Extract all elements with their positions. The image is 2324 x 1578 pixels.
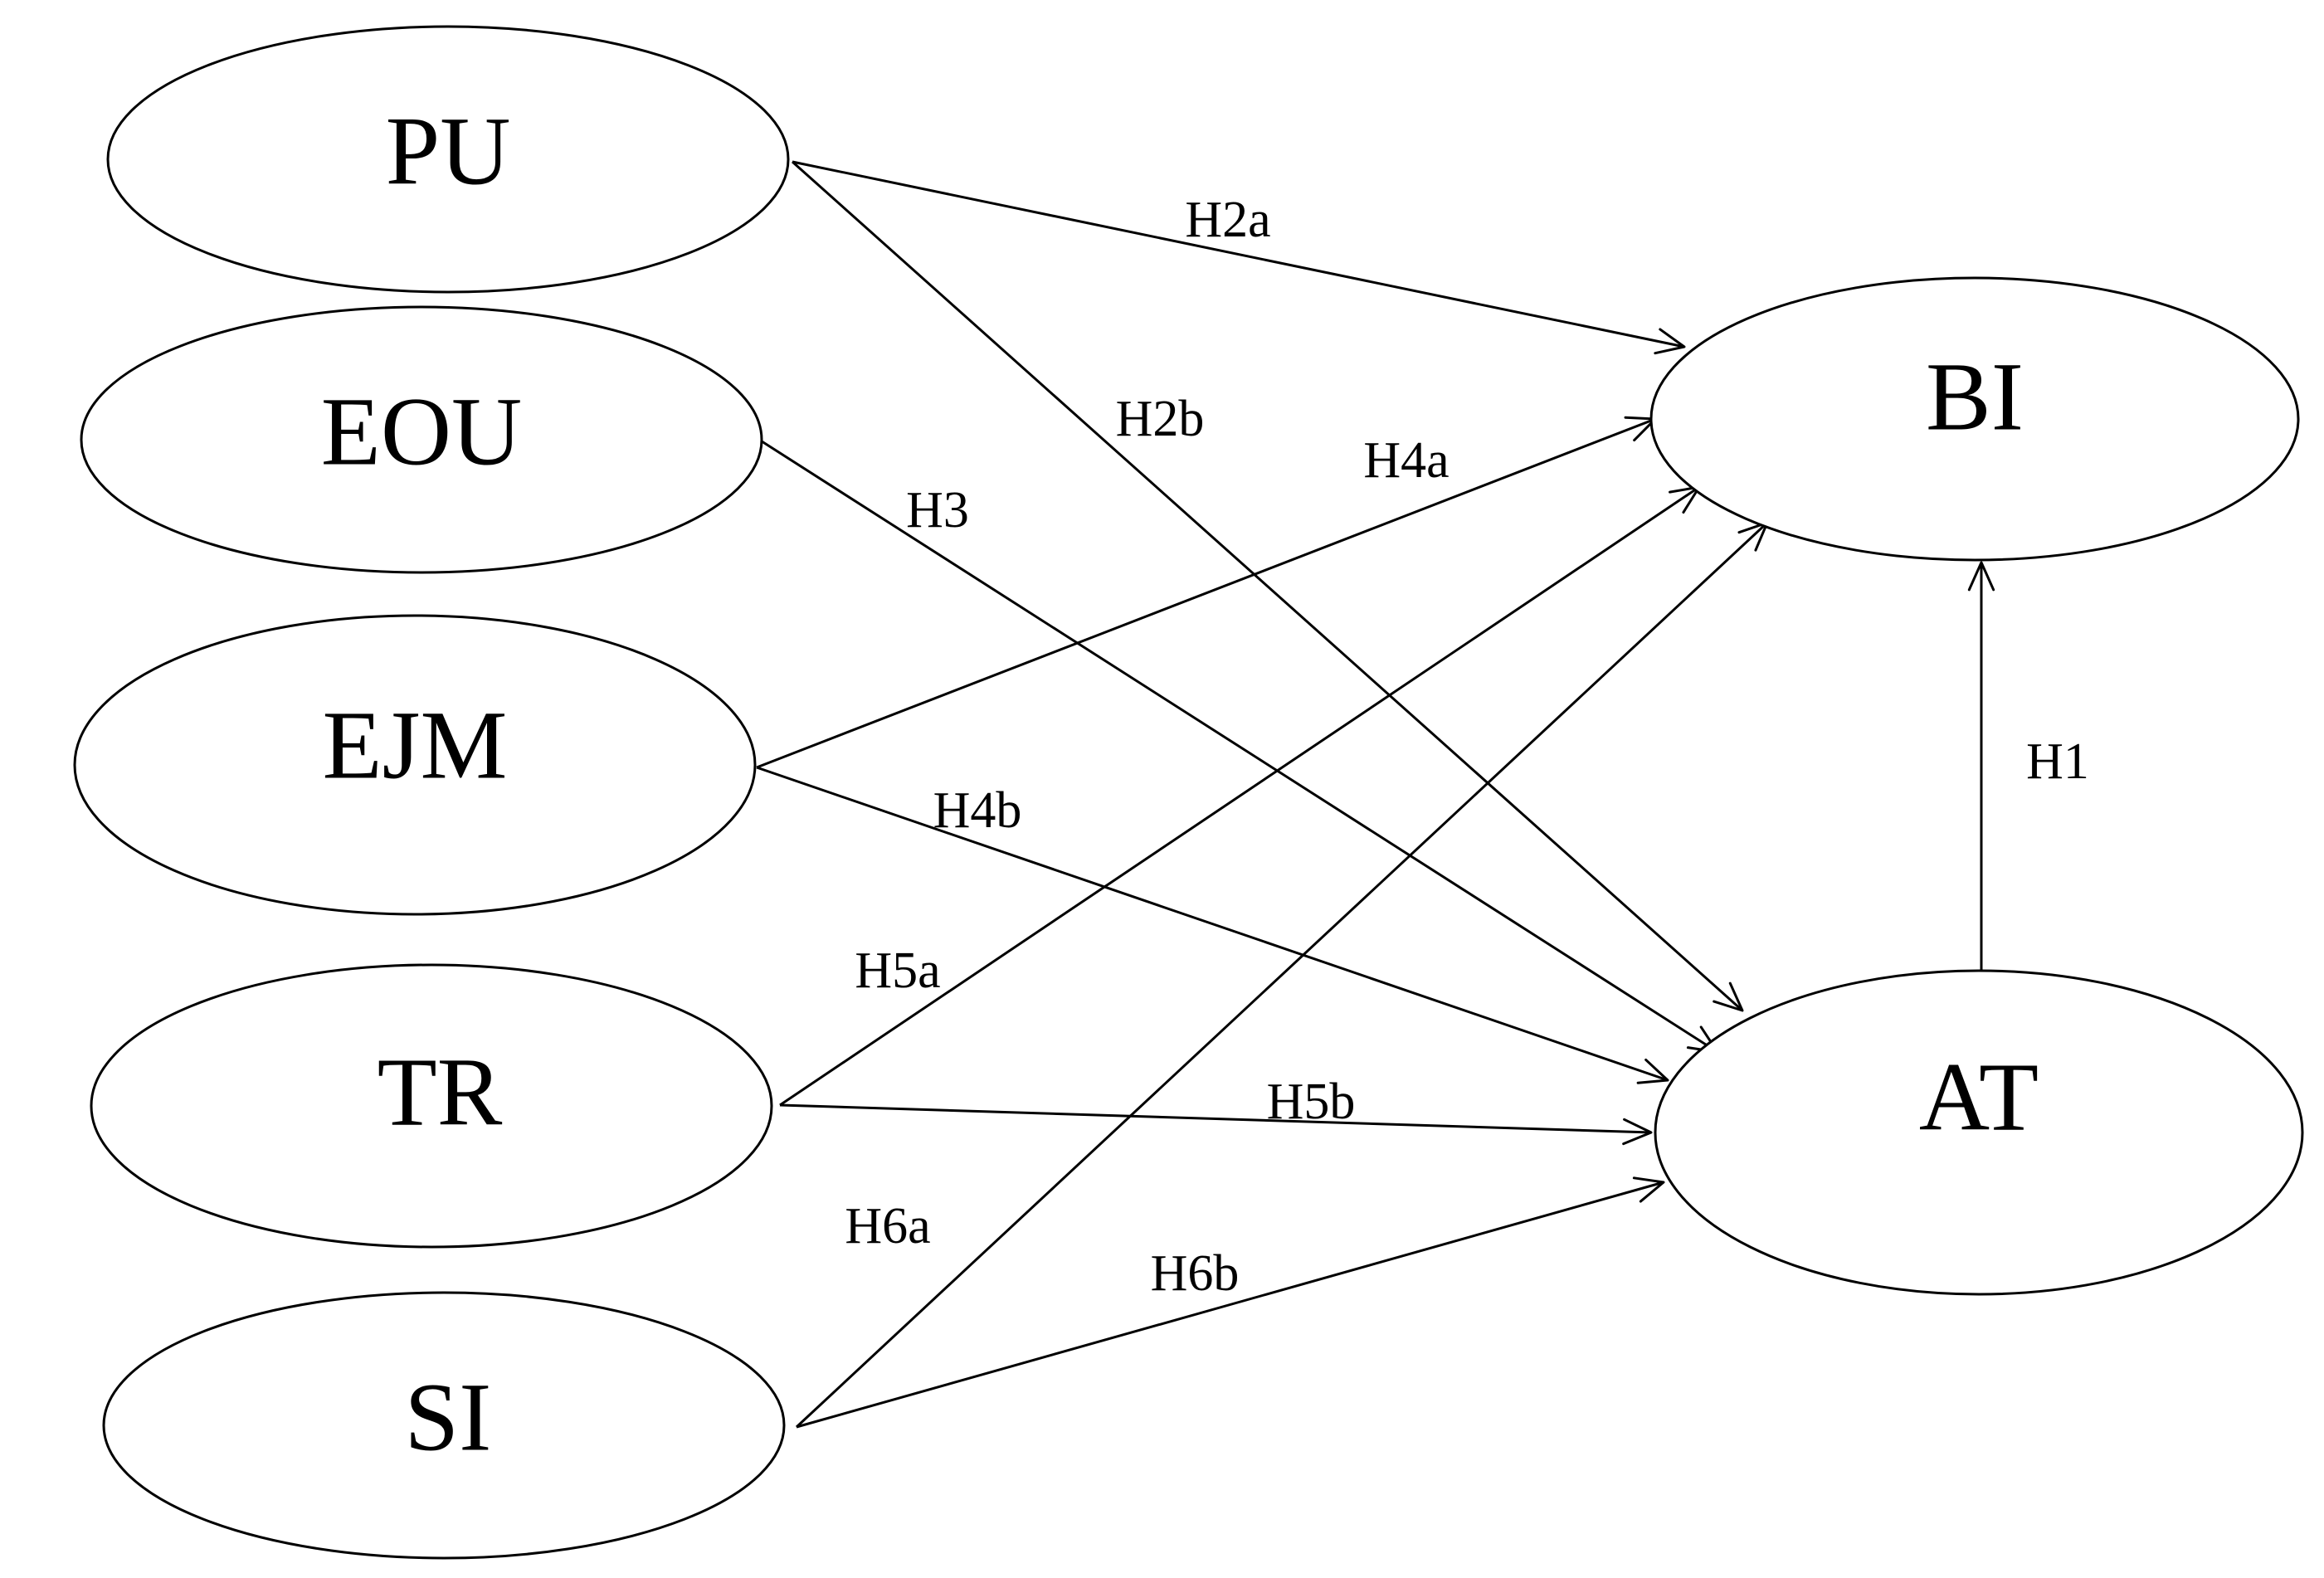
arrowhead-tr-to-at bbox=[1622, 1118, 1653, 1146]
edge-si-to-at bbox=[796, 1176, 1665, 1429]
node-eou: EOU bbox=[80, 305, 763, 574]
node-at: AT bbox=[1654, 969, 2304, 1296]
node-label-bi: BI bbox=[1926, 343, 2024, 451]
edge-line-ejm-to-at bbox=[756, 766, 1669, 1082]
arrowhead-si-to-at bbox=[1632, 1176, 1665, 1203]
nodes-layer: PU EOU EJM TR SI BI AT bbox=[73, 25, 2304, 1560]
node-pu: PU bbox=[106, 25, 790, 294]
node-ellipse-eou bbox=[80, 305, 763, 574]
node-label-at: AT bbox=[1919, 1043, 2039, 1152]
edge-line-si-to-at bbox=[796, 1181, 1664, 1429]
edge-line-tr-to-bi bbox=[779, 485, 1700, 1107]
edge-line-pu-to-bi bbox=[792, 160, 1685, 348]
edge-label-h2b: H2b bbox=[1116, 391, 1205, 447]
edge-ejm-to-bi bbox=[756, 416, 1657, 769]
edge-label-h6a: H6a bbox=[845, 1198, 930, 1254]
node-ellipse-si bbox=[102, 1291, 786, 1560]
edge-line-ejm-to-bi bbox=[756, 417, 1656, 769]
arrowhead-pu-to-at bbox=[1713, 981, 1744, 1012]
node-label-ejm: EJM bbox=[323, 691, 508, 800]
edges-layer bbox=[756, 160, 1995, 1429]
node-tr: TR bbox=[90, 963, 773, 1249]
edge-at-to-bi bbox=[1967, 561, 1995, 972]
edge-label-h3: H3 bbox=[906, 482, 969, 538]
node-label-si: SI bbox=[405, 1363, 492, 1472]
edge-line-pu-to-at bbox=[792, 160, 1743, 1012]
edge-pu-to-at bbox=[792, 160, 1744, 1012]
edge-label-h5a: H5a bbox=[855, 942, 940, 999]
node-label-eou: EOU bbox=[321, 377, 523, 486]
edge-label-h6b: H6b bbox=[1151, 1245, 1240, 1302]
arrowhead-at-to-bi bbox=[1967, 561, 1995, 592]
edge-tr-to-at bbox=[779, 1103, 1653, 1146]
node-ejm: EJM bbox=[73, 614, 757, 916]
edge-label-h4a: H4a bbox=[1363, 432, 1449, 489]
node-label-pu: PU bbox=[386, 97, 511, 206]
edge-pu-to-bi bbox=[792, 160, 1686, 355]
arrowhead-ejm-to-at bbox=[1636, 1058, 1669, 1084]
node-bi: BI bbox=[1649, 276, 2300, 562]
node-ellipse-at bbox=[1654, 969, 2304, 1296]
edge-label-h5b: H5b bbox=[1267, 1074, 1356, 1130]
arrowhead-pu-to-bi bbox=[1654, 328, 1686, 355]
node-si: SI bbox=[102, 1291, 786, 1560]
node-ellipse-pu bbox=[106, 25, 790, 294]
edge-si-to-bi bbox=[795, 521, 1769, 1429]
edge-line-eou-to-at bbox=[758, 438, 1718, 1054]
edge-label-h1: H1 bbox=[2026, 733, 2089, 790]
edge-label-h4b: H4b bbox=[933, 782, 1022, 839]
edge-ejm-to-at bbox=[756, 766, 1669, 1084]
node-ellipse-ejm bbox=[73, 614, 757, 916]
node-ellipse-bi bbox=[1649, 276, 2300, 562]
edge-line-tr-to-at bbox=[779, 1103, 1652, 1134]
node-label-tr: TR bbox=[378, 1038, 503, 1147]
edge-line-si-to-bi bbox=[795, 521, 1769, 1429]
edge-label-h2a: H2a bbox=[1185, 192, 1270, 248]
node-ellipse-tr bbox=[90, 963, 773, 1249]
